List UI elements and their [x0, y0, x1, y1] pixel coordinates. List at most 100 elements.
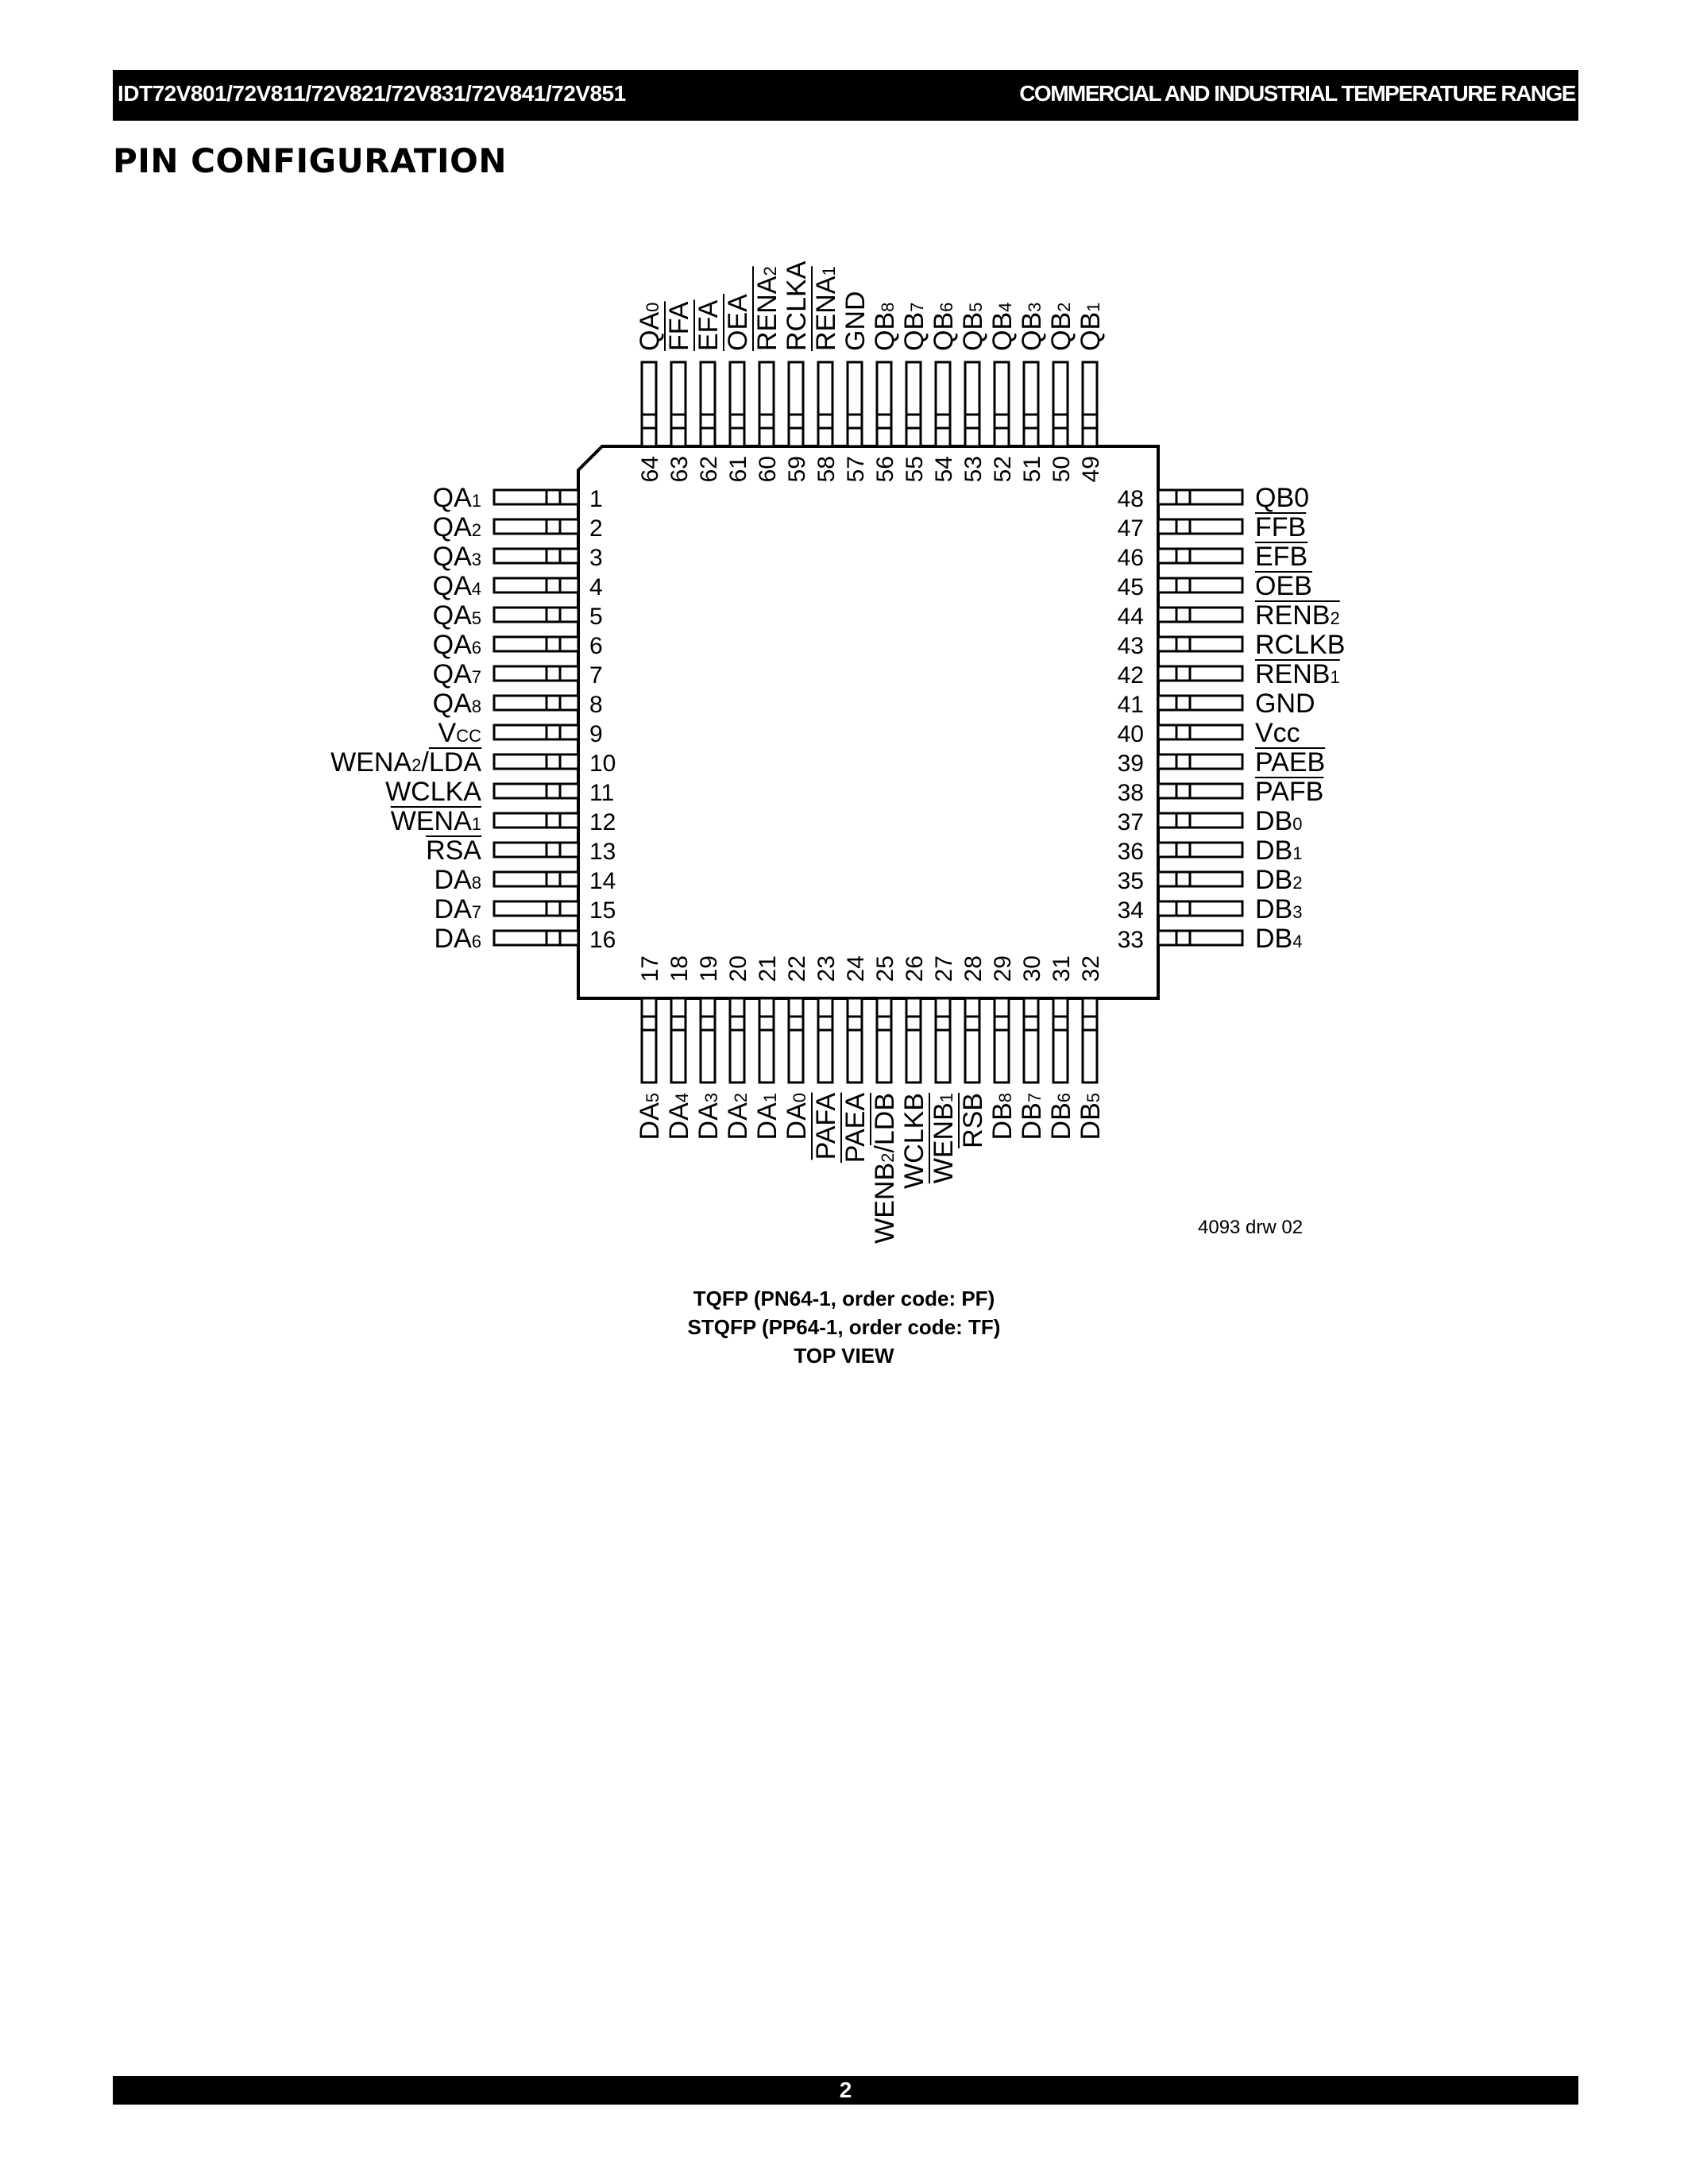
svg-text:DA5: DA5 — [635, 1093, 665, 1140]
pin-number-49: 49 — [1078, 456, 1104, 482]
header-bar: IDT72V801/72V811/72V821/72V831/72V841/72… — [113, 70, 1578, 121]
pin-3 — [492, 547, 580, 565]
svg-text:RENB2: RENB2 — [1255, 600, 1340, 631]
pin-18-label: DA4 — [664, 1093, 694, 1140]
pin-58-label: RENA1 — [811, 266, 841, 351]
pin-63 — [670, 361, 687, 448]
svg-text:QB5: QB5 — [958, 303, 988, 351]
pin-24 — [846, 997, 863, 1084]
pin-number-24: 24 — [843, 955, 869, 982]
pin-17-label: DA5 — [635, 1093, 665, 1140]
header-temperature-range: COMMERCIAL AND INDUSTRIAL TEMPERATURE RA… — [1019, 81, 1576, 106]
pin-33-label: DB4 — [1255, 924, 1302, 954]
pin-number-59: 59 — [784, 456, 810, 482]
pin-24-label: PAEA — [840, 1092, 871, 1163]
svg-text:DB5: DB5 — [1076, 1093, 1106, 1140]
pin-20-label: DA2 — [723, 1093, 753, 1140]
svg-text:DB0: DB0 — [1255, 806, 1302, 836]
pin-18 — [670, 997, 687, 1084]
svg-text:QB6: QB6 — [929, 303, 959, 351]
pin-number-42: 42 — [1118, 662, 1144, 689]
pin-number-5: 5 — [589, 604, 603, 630]
page-number: 2 — [839, 2078, 852, 2102]
pin-number-22: 22 — [784, 955, 810, 982]
svg-text:QB2: QB2 — [1046, 303, 1076, 351]
pin-40 — [1157, 723, 1244, 741]
svg-text:OEB: OEB — [1255, 571, 1312, 601]
pin-number-61: 61 — [725, 456, 751, 482]
pin-56-label: QB8 — [870, 303, 900, 351]
pin-23 — [817, 997, 834, 1084]
pin-number-12: 12 — [589, 809, 616, 835]
svg-text:OEA: OEA — [723, 294, 753, 351]
pin-50 — [1052, 361, 1069, 448]
svg-text:RENA1: RENA1 — [811, 266, 841, 351]
pin-number-41: 41 — [1118, 692, 1144, 718]
pin-27 — [934, 997, 952, 1084]
svg-text:QB1: QB1 — [1076, 303, 1106, 351]
pin-number-16: 16 — [589, 927, 616, 953]
pin-41-label: GND — [1255, 689, 1315, 719]
pin-32-label: DB5 — [1076, 1093, 1106, 1140]
pin-number-29: 29 — [990, 955, 1016, 982]
pin-59 — [787, 361, 805, 448]
pin-4-label: QA4 — [433, 571, 481, 601]
svg-text:DA3: DA3 — [693, 1093, 724, 1140]
pin-12-label: WENA1 — [390, 806, 481, 836]
pin-21 — [758, 997, 775, 1084]
pin-30-label: DB7 — [1017, 1093, 1047, 1140]
pin-number-58: 58 — [813, 456, 840, 482]
caption-stqfp: STQFP (PP64-1, order code: TF) — [687, 1315, 1001, 1339]
pin-5-label: QA5 — [433, 600, 481, 631]
pin-47 — [1157, 518, 1244, 535]
pin-number-53: 53 — [960, 456, 987, 482]
pin-48-label: QB0 — [1255, 483, 1309, 513]
pin-number-37: 37 — [1118, 809, 1144, 835]
pin-number-17: 17 — [637, 955, 663, 982]
pin-44-label: RENB2 — [1255, 600, 1340, 631]
pin-number-38: 38 — [1118, 780, 1144, 806]
svg-text:WENB2/LDB: WENB2/LDB — [870, 1093, 900, 1244]
pin-45 — [1157, 577, 1244, 594]
svg-text:QB8: QB8 — [870, 303, 900, 351]
svg-text:QB7: QB7 — [899, 303, 929, 351]
svg-text:EFA: EFA — [693, 299, 724, 351]
pin-number-23: 23 — [813, 955, 840, 982]
svg-text:PAFB: PAFB — [1255, 777, 1323, 807]
pin-17 — [640, 997, 658, 1084]
svg-text:GND: GND — [1255, 689, 1315, 719]
svg-text:QA2: QA2 — [433, 512, 481, 542]
svg-text:RENB1: RENB1 — [1255, 659, 1340, 689]
pin-39-label: PAEB — [1255, 747, 1326, 778]
svg-text:QA8: QA8 — [433, 689, 481, 719]
pin-number-40: 40 — [1118, 721, 1144, 747]
pin-51 — [1022, 361, 1040, 448]
pin-number-48: 48 — [1118, 486, 1144, 512]
svg-text:QA4: QA4 — [433, 571, 481, 601]
svg-text:RENA2: RENA2 — [752, 266, 782, 351]
pin-61-label: OEA — [723, 293, 753, 351]
svg-text:DA6: DA6 — [435, 924, 481, 954]
pin-number-18: 18 — [666, 955, 693, 982]
svg-text:FFB: FFB — [1255, 512, 1306, 542]
pin-26 — [905, 997, 922, 1084]
svg-text:RSA: RSA — [426, 835, 481, 866]
svg-text:RCLKA: RCLKA — [782, 260, 812, 351]
svg-text:VCC: VCC — [438, 718, 482, 748]
svg-text:DA2: DA2 — [723, 1093, 753, 1140]
pin-31-label: DB6 — [1046, 1093, 1076, 1140]
pin-58 — [817, 361, 834, 448]
pin-6-label: QA6 — [433, 630, 481, 660]
pin-number-54: 54 — [931, 456, 957, 482]
pin-57 — [846, 361, 863, 448]
pin-number-62: 62 — [696, 456, 722, 482]
pin-43-label: RCLKB — [1255, 630, 1345, 660]
pin-number-6: 6 — [589, 633, 603, 659]
pin-number-43: 43 — [1118, 633, 1144, 659]
pin-number-57: 57 — [843, 456, 869, 482]
pin-number-3: 3 — [589, 545, 603, 571]
pin-25 — [875, 997, 893, 1084]
svg-text:DB4: DB4 — [1255, 924, 1302, 954]
pin-11-label: WCLKA — [385, 777, 481, 807]
pin-25-label: WENB2/LDB — [870, 1093, 900, 1244]
